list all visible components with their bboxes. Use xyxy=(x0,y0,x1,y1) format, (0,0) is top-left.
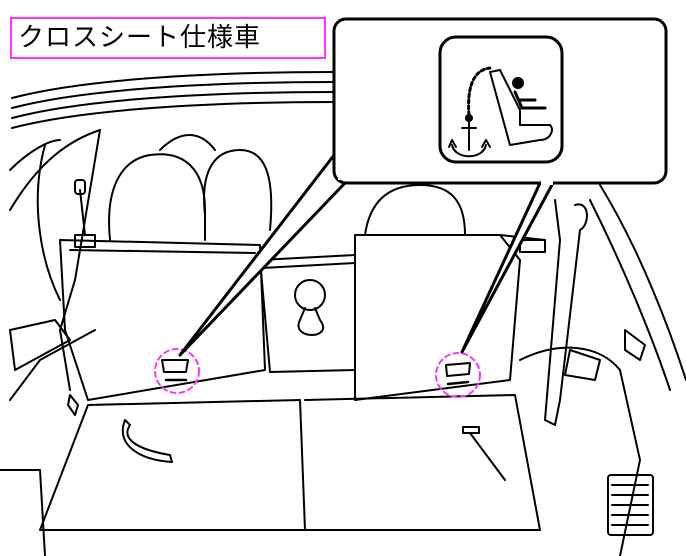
anchor-marker-right xyxy=(435,352,481,398)
left-pillar xyxy=(9,129,101,211)
child-seat-anchor-icon xyxy=(438,35,564,164)
rear-seat-left xyxy=(59,134,273,401)
right-trim xyxy=(519,184,686,556)
anchor-marker-left xyxy=(154,348,200,394)
callout xyxy=(178,17,668,357)
center-armrest xyxy=(259,254,356,373)
left-armrest xyxy=(9,319,71,371)
rear-seat-right xyxy=(354,184,546,401)
variant-label: クロスシート仕様車 xyxy=(10,17,326,59)
cargo-floor xyxy=(0,394,541,556)
roof-lines xyxy=(11,71,336,129)
